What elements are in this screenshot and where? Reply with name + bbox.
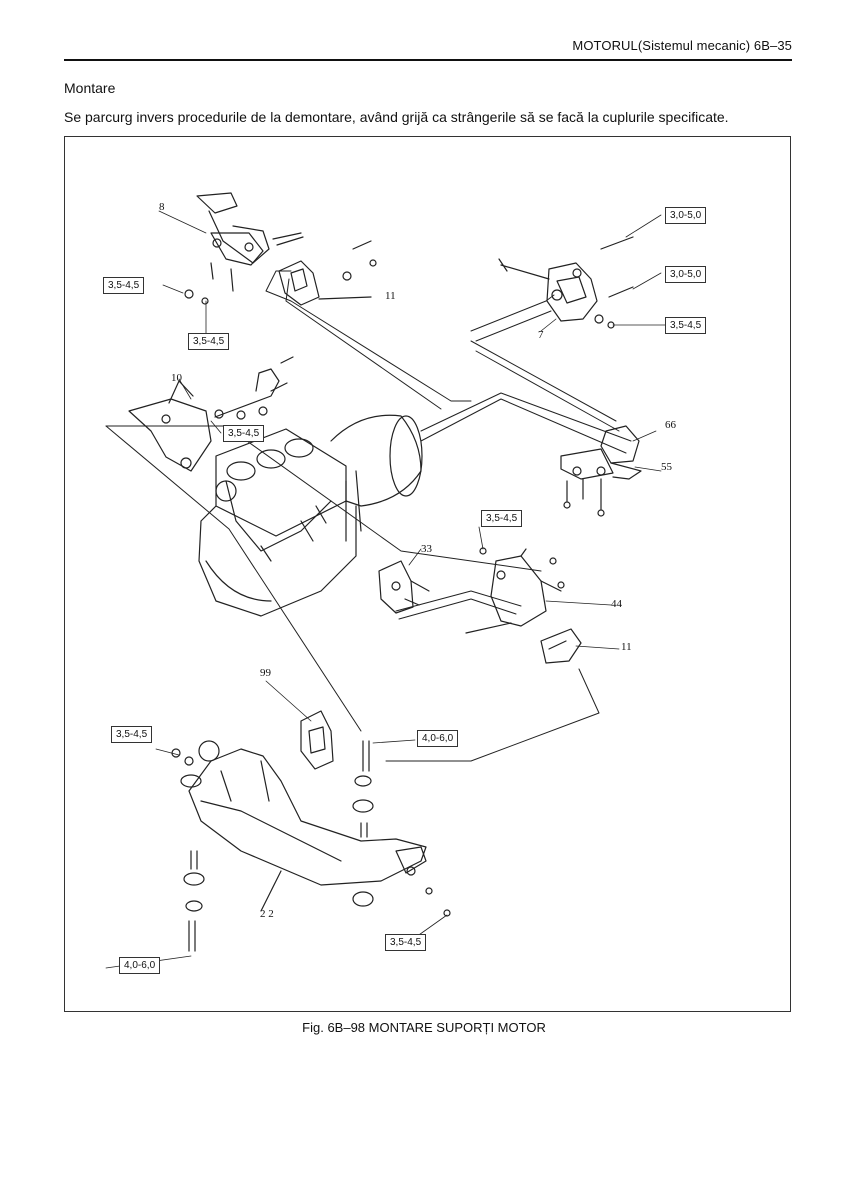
part-number: 10	[171, 372, 182, 384]
header-rule	[64, 59, 792, 61]
part-number: 44	[611, 598, 622, 610]
part-number: 11	[621, 641, 632, 653]
torque-label: 3,5-4,5	[111, 726, 153, 743]
figure-caption: Fig. 6B–98 MONTARE SUPORȚI MOTOR	[302, 1020, 546, 1035]
mount-mid	[378, 560, 430, 614]
page-header: MOTORUL(Sistemul mecanic) 6B–35	[572, 38, 792, 53]
bracket-top-right	[498, 236, 634, 329]
part-number: 7	[538, 329, 544, 341]
part-number: 2 2	[260, 908, 274, 920]
part-number: 55	[661, 461, 672, 473]
bracket-lower-right	[465, 547, 582, 664]
torque-label: 3,0-5,0	[665, 266, 707, 283]
torque-label: 4,0-6,0	[417, 730, 459, 747]
engine-block	[128, 356, 423, 617]
crossmember	[171, 740, 451, 952]
torque-leader-lines	[105, 210, 666, 969]
part-number: 66	[665, 419, 676, 431]
torque-label: 3,5-4,5	[188, 333, 230, 350]
mount-lower	[300, 710, 334, 770]
mount-right	[560, 425, 642, 517]
torque-label: 4,0-6,0	[119, 957, 161, 974]
torque-label: 3,0-5,0	[665, 207, 707, 224]
torque-label: 3,5-4,5	[385, 934, 427, 951]
part-number: 8	[159, 201, 165, 213]
mount-upper-left	[278, 240, 377, 306]
torque-label: 3,5-4,5	[481, 510, 523, 527]
intro-paragraph: Se parcurg invers procedurile de la demo…	[64, 109, 729, 125]
torque-label: 3,5-4,5	[665, 317, 707, 334]
figure-frame: 3,0-5,0 3,0-5,0 3,5-4,5 3,5-4,5 3,5-4,5 …	[64, 136, 791, 1012]
part-number: 33	[421, 543, 432, 555]
bracket-top-left	[184, 192, 304, 305]
part-number: 11	[385, 290, 396, 302]
connection-lines	[105, 270, 632, 762]
torque-label: 3,5-4,5	[103, 277, 145, 294]
section-title: Montare	[64, 80, 116, 96]
part-number: 99	[260, 667, 271, 679]
torque-label: 3,5-4,5	[223, 425, 265, 442]
